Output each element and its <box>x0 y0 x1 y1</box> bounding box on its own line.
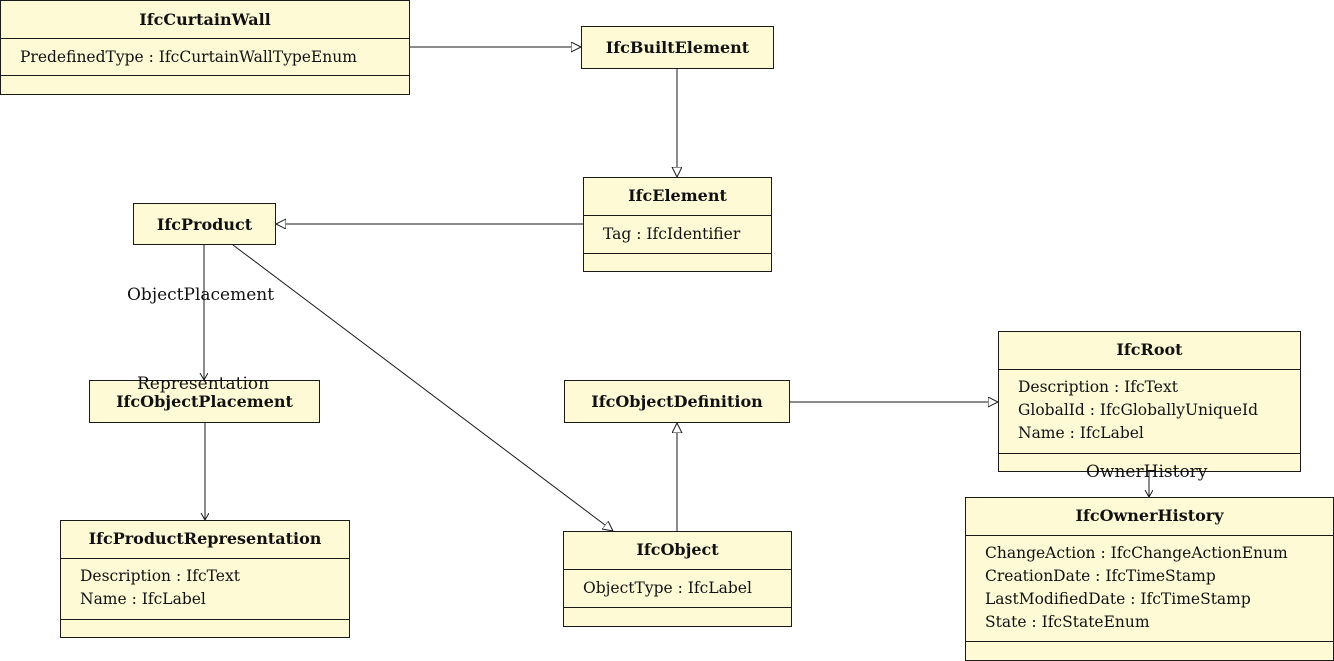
class-ifcbuiltelement: IfcBuiltElement <box>581 26 774 69</box>
attribute-description: Description : IfcText <box>80 567 240 585</box>
association-label-ownerhistory: OwnerHistory <box>1086 462 1208 482</box>
class-ifccurtainwall: IfcCurtainWall PredefinedType : IfcCurta… <box>0 0 410 95</box>
class-ifcproductrepresentation-attributes: Description : IfcText Name : IfcLabel <box>61 558 349 620</box>
attribute-predefinedtype: PredefinedType : IfcCurtainWallTypeEnum <box>20 48 357 66</box>
attribute-globalid: GlobalId : IfcGloballyUniqueId <box>1018 401 1259 419</box>
class-ifcelement-name: IfcElement <box>628 186 727 205</box>
class-ifcownerhistory-attributes: ChangeAction : IfcChangeActionEnum Creat… <box>966 535 1333 642</box>
attribute-description: Description : IfcText <box>1018 378 1178 396</box>
attribute-state: State : IfcStateEnum <box>985 613 1150 631</box>
class-ifcobject-name: IfcObject <box>636 540 719 559</box>
class-ifcobject: IfcObject ObjectType : IfcLabel <box>563 531 792 627</box>
association-label-representation: Representation <box>137 374 270 394</box>
attribute-name: Name : IfcLabel <box>80 590 206 608</box>
class-ifcproductrepresentation: IfcProductRepresentation Description : I… <box>60 520 350 638</box>
class-ifcobjectdefinition: IfcObjectDefinition <box>564 380 790 423</box>
class-ifcelement-attributes: Tag : IfcIdentifier <box>584 215 771 254</box>
attribute-creationdate: CreationDate : IfcTimeStamp <box>985 567 1216 585</box>
class-ifcobjectplacement-name: IfcObjectPlacement <box>116 392 293 411</box>
class-ifcobjectplacement: IfcObjectPlacement <box>89 380 320 423</box>
attribute-tag: Tag : IfcIdentifier <box>603 225 741 243</box>
attribute-name: Name : IfcLabel <box>1018 424 1144 442</box>
attribute-changeaction: ChangeAction : IfcChangeActionEnum <box>985 544 1288 562</box>
class-ifcbuiltelement-name: IfcBuiltElement <box>605 38 750 57</box>
class-ifcproduct: IfcProduct <box>133 203 276 245</box>
attribute-lastmodifieddate: LastModifiedDate : IfcTimeStamp <box>985 590 1251 608</box>
class-ifcobjectdefinition-name: IfcObjectDefinition <box>591 392 763 411</box>
association-label-objectplacement: ObjectPlacement <box>127 285 275 305</box>
class-ifcownerhistory-name: IfcOwnerHistory <box>1075 506 1224 525</box>
class-ifccurtainwall-attributes: PredefinedType : IfcCurtainWallTypeEnum <box>1 38 409 76</box>
class-ifcroot-name: IfcRoot <box>1116 340 1183 359</box>
class-ifcproduct-name: IfcProduct <box>156 214 253 234</box>
class-ifcownerhistory: IfcOwnerHistory ChangeAction : IfcChange… <box>965 497 1334 661</box>
class-ifcproductrepresentation-name: IfcProductRepresentation <box>88 529 322 548</box>
class-ifccurtainwall-name: IfcCurtainWall <box>139 10 271 29</box>
class-ifcobject-attributes: ObjectType : IfcLabel <box>564 569 791 608</box>
generalization-product-to-object <box>232 244 613 531</box>
class-ifcroot: IfcRoot Description : IfcText GlobalId :… <box>998 331 1301 472</box>
class-ifcroot-attributes: Description : IfcText GlobalId : IfcGlob… <box>999 369 1300 454</box>
attribute-objecttype: ObjectType : IfcLabel <box>583 579 752 597</box>
class-ifcelement: IfcElement Tag : IfcIdentifier <box>583 177 772 272</box>
